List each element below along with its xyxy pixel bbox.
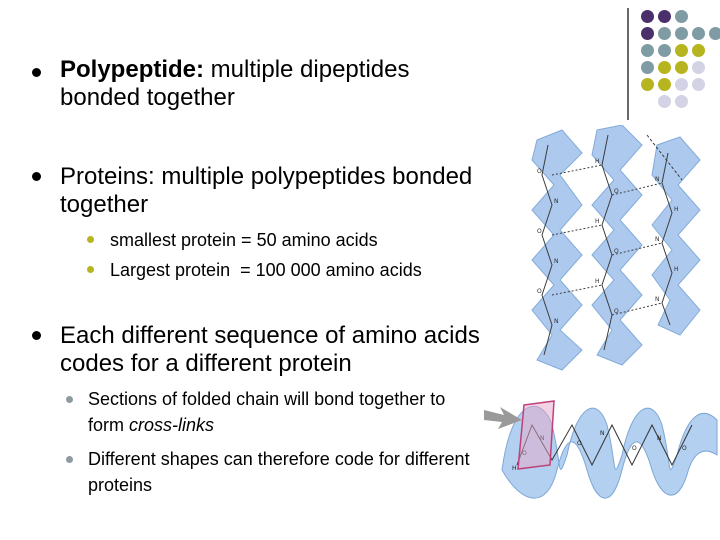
sub-bullet-shapes: Different shapes can therefore code for … (88, 449, 470, 495)
svg-text:O: O (682, 445, 687, 452)
svg-text:N: N (554, 198, 559, 205)
svg-text:H: H (674, 206, 679, 213)
cross-links-term: cross-links (129, 415, 215, 435)
sub-bullet-marker (87, 266, 94, 273)
bullet-marker (32, 68, 41, 77)
decorative-dot-grid (640, 10, 720, 120)
svg-text:H: H (512, 465, 517, 472)
sub-bullet-marker (66, 456, 73, 463)
svg-text:N: N (600, 430, 605, 437)
sub-bullet-cross-links: Sections of folded chain will bond toget… (88, 386, 473, 438)
alpha-helix: ONO NON OH (484, 400, 718, 499)
sub-bullet-marker (87, 236, 94, 243)
bullet-polypeptide: Polypeptide: multiple dipeptides bonded … (60, 56, 480, 112)
svg-text:N: N (554, 318, 559, 325)
bullet-sequence: Each different sequence of amino acids c… (60, 322, 480, 377)
sub-bullet-smallest-protein: smallest protein = 50 amino acids (110, 230, 378, 250)
divider-line (627, 8, 629, 120)
cross-link-highlight (517, 400, 555, 470)
svg-text:O: O (614, 188, 619, 195)
cross-links-text: Sections of folded chain will bond toget… (88, 389, 446, 435)
arrow-icon (484, 407, 522, 429)
svg-text:O: O (577, 440, 582, 447)
beta-sheet: O N O N O N H O H O H O N H N H N (531, 125, 701, 371)
definition-polypeptide: multiple dipeptides bonded together (60, 56, 410, 111)
svg-text:N: N (554, 258, 559, 265)
bullet-marker (32, 172, 41, 181)
svg-text:N: N (657, 435, 662, 442)
svg-text:O: O (614, 308, 619, 315)
term-polypeptide: Polypeptide: (60, 56, 205, 83)
svg-text:O: O (537, 228, 542, 235)
svg-text:H: H (674, 266, 679, 273)
svg-text:N: N (655, 236, 660, 243)
bullet-marker (32, 331, 41, 340)
svg-text:N: N (655, 296, 660, 303)
svg-text:O: O (537, 288, 542, 295)
bullet-proteins: Proteins: multiple polypeptides bonded t… (60, 163, 473, 218)
protein-structure-icon: O N O N O N H O H O H O N H N H N O N O N O N O H (484, 125, 718, 499)
svg-text:H: H (595, 158, 600, 165)
sub-bullet-marker (66, 396, 73, 403)
svg-text:O: O (537, 168, 542, 175)
svg-text:N: N (655, 176, 660, 183)
svg-text:O: O (614, 248, 619, 255)
svg-text:H: H (595, 278, 600, 285)
svg-text:O: O (632, 445, 637, 452)
sub-bullet-largest-protein: Largest protein = 100 000 amino acids (110, 260, 422, 280)
svg-text:H: H (595, 218, 600, 225)
